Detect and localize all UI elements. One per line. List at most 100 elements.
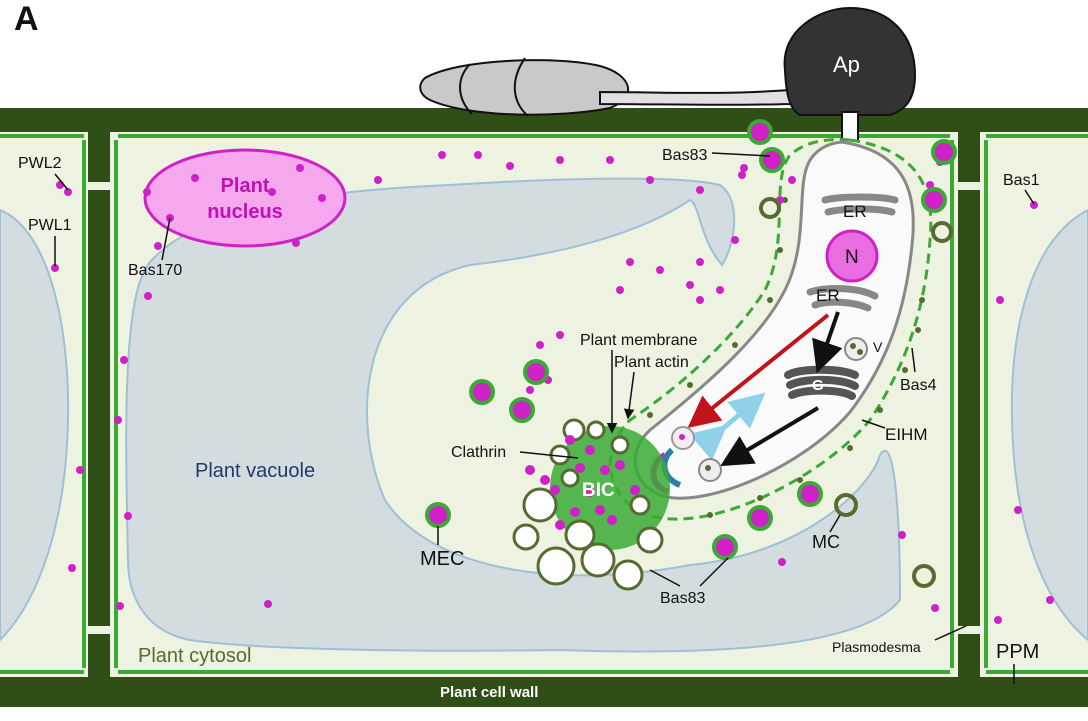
- effector-dot: [191, 174, 199, 182]
- tip-vesicle-green-cargo: [705, 465, 711, 471]
- bic-ring: [636, 526, 664, 554]
- bic-effector: [595, 505, 605, 515]
- bas83-label-top: Bas83: [662, 147, 707, 164]
- effector-dot: [740, 164, 748, 172]
- effector-dot: [76, 466, 84, 474]
- pwl2-leader: [54, 173, 69, 191]
- neighbor-membrane-left: [0, 134, 86, 674]
- plasmodesma-left-top: [86, 182, 112, 190]
- effector-dot: [616, 286, 624, 294]
- eihm-label: EIHM: [885, 425, 928, 444]
- bas170-label: Bas170: [128, 262, 182, 279]
- effector-dot: [296, 164, 304, 172]
- ppm-label: PPM: [996, 641, 1039, 663]
- mec-vesicle: [747, 505, 773, 531]
- conidium: [419, 59, 630, 116]
- panel-label: A: [14, 0, 39, 38]
- bic-ring: [580, 542, 616, 578]
- plant-nucleus: [143, 148, 347, 248]
- effector-dot: [926, 181, 934, 189]
- eihm-dot: [797, 477, 803, 483]
- effector-dot: [116, 602, 124, 610]
- effector-dot: [56, 181, 64, 189]
- effector-dot: [696, 258, 704, 266]
- effector-dot: [144, 292, 152, 300]
- bic-label: BIC: [582, 480, 615, 501]
- bas1-leader: [1024, 189, 1035, 205]
- bic-effector: [575, 463, 585, 473]
- secretion-arrow-black-er-golgi: [812, 311, 843, 374]
- bic-effector: [600, 465, 610, 475]
- effector-dot: [268, 188, 276, 196]
- effector-dot: [438, 151, 446, 159]
- plant-cell-wall-left: [88, 118, 110, 698]
- effector-dot: [318, 194, 326, 202]
- mec-group: [425, 119, 957, 560]
- eihm-dot: [902, 367, 908, 373]
- mc-circle: [912, 564, 936, 588]
- effector-dot: [606, 156, 614, 164]
- mec-vesicle: [712, 534, 738, 560]
- mec-vesicle: [425, 502, 451, 528]
- effector-dot: [1046, 596, 1054, 604]
- bic-ring: [560, 468, 580, 488]
- bas83-leader-top: [711, 152, 771, 157]
- bic-ring: [586, 420, 606, 440]
- effector-dot: [898, 531, 906, 539]
- effector-dot: [154, 242, 162, 250]
- bas83-leader-bottom-1: [649, 569, 681, 587]
- mc-leader: [829, 514, 841, 533]
- effector-dot: [526, 386, 534, 394]
- plant-nucleus-label-line2: nucleus: [207, 201, 283, 223]
- bas83-leader-bottom-2: [699, 557, 729, 587]
- effector-dot: [556, 331, 564, 339]
- plant-vacuole-label: Plant vacuole: [195, 460, 315, 482]
- bic-ring: [536, 546, 576, 586]
- clathrin-leader: [519, 451, 579, 459]
- eihm-dot: [647, 412, 653, 418]
- plasmodesma-left-bottom: [86, 626, 112, 634]
- neighbor-vacuole-right: [1010, 208, 1088, 642]
- bas83-label-bottom: Bas83: [660, 590, 705, 607]
- eihm-dot: [767, 297, 773, 303]
- bic-effector: [555, 520, 565, 530]
- conidium-septa: [459, 57, 529, 117]
- plasmodesma-right-bottom: [956, 626, 982, 634]
- effector-dot: [731, 236, 739, 244]
- plasmodesma-right-top: [956, 182, 982, 190]
- bic-vesicles: [512, 418, 664, 591]
- bic-effector: [630, 485, 640, 495]
- effector-dot: [931, 604, 939, 612]
- pwl2-label: PWL2: [18, 155, 62, 172]
- bic-ring: [522, 487, 558, 523]
- mc-group: [759, 197, 953, 588]
- vesicle: [844, 337, 868, 361]
- plant-vacuole: [125, 177, 902, 653]
- appressorium-group: Ap: [419, 6, 917, 143]
- plant-cytosol-label: Plant cytosol: [138, 645, 251, 667]
- mec-vesicle: [921, 187, 947, 213]
- hypha-nucleus-label: N: [845, 247, 859, 268]
- effector-dot: [536, 341, 544, 349]
- effector-dot: [686, 281, 694, 289]
- effector-dot: [124, 512, 132, 520]
- bic-effector: [615, 460, 625, 470]
- plant-actin-label: Plant actin: [614, 354, 689, 371]
- bas4-leader: [911, 347, 916, 373]
- bic-effector: [525, 465, 535, 475]
- neighbor-vacuole-left: [0, 208, 70, 642]
- invasive-hypha-group: ER N ER V G: [608, 138, 933, 521]
- effector-dot: [114, 416, 122, 424]
- plant-cell-wall-right: [958, 118, 980, 698]
- eihm-dot: [707, 512, 713, 518]
- plant-nucleus-label-line1: Plant: [221, 175, 270, 197]
- er-lower-label: ER: [816, 286, 840, 305]
- bic-effector: [565, 435, 575, 445]
- bic-effector: [540, 475, 550, 485]
- tip-vesicle-magenta-cargo: [679, 434, 685, 440]
- plant-membrane-label: Plant membrane: [580, 332, 697, 349]
- vesicle-label: V: [873, 339, 883, 355]
- effector-dot: [374, 176, 382, 184]
- eihm-dots: [647, 197, 925, 518]
- eihm-dot: [915, 327, 921, 333]
